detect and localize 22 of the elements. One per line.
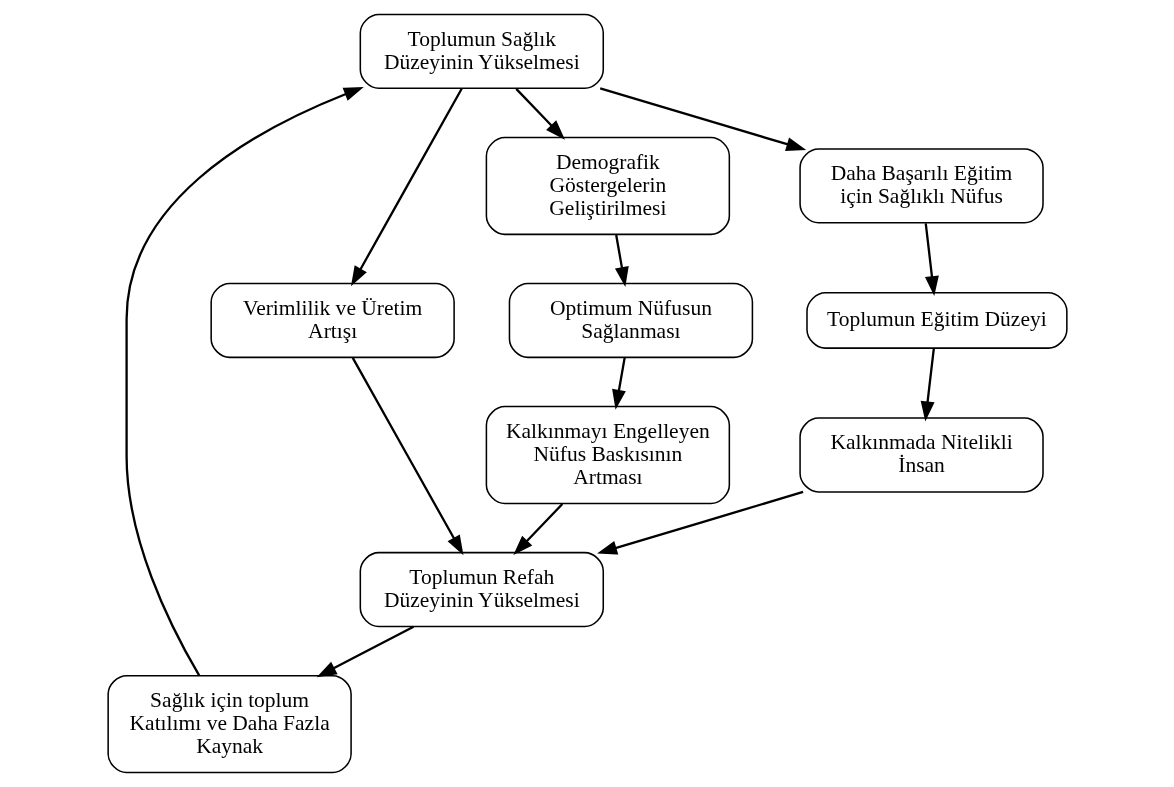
arrow [514, 88, 565, 140]
node-box: Daha Başarılı Eğitim için Sağlıklı Nüfus [798, 148, 1044, 224]
arrow [924, 223, 939, 297]
node-box: Optimum Nüfusun Sağlanması [508, 282, 753, 359]
node-box: Demografik Göstergelerin Geliştirilmesi [485, 136, 730, 236]
node-box: Kalkınmayı Engelleyen Nüfus Baskısının Artması [485, 405, 730, 505]
arrow [611, 357, 626, 410]
node-box: Sağlık için toplum Katılımı ve Daha Fazla Kaynak [106, 674, 352, 774]
arrow [350, 88, 463, 287]
arrow [316, 625, 414, 678]
arrow [920, 348, 935, 422]
node-box: Verimlilik ve Üretim Artışı [209, 282, 455, 359]
arrow [124, 87, 364, 677]
arrow [512, 503, 563, 556]
node-box: Toplumun Sağlık Düzeyinin Yükselmesi [359, 13, 604, 90]
arrow [614, 234, 629, 287]
arrow [596, 490, 803, 555]
node-box: Toplumun Refah Düzeyinin Yükselmesi [359, 551, 604, 628]
node-box: Kalkınmada Nitelikli İnsan [798, 417, 1044, 493]
arrow [599, 87, 806, 151]
node-box: Toplumun Eğitim Düzeyi [805, 292, 1068, 349]
arrow [351, 357, 463, 556]
